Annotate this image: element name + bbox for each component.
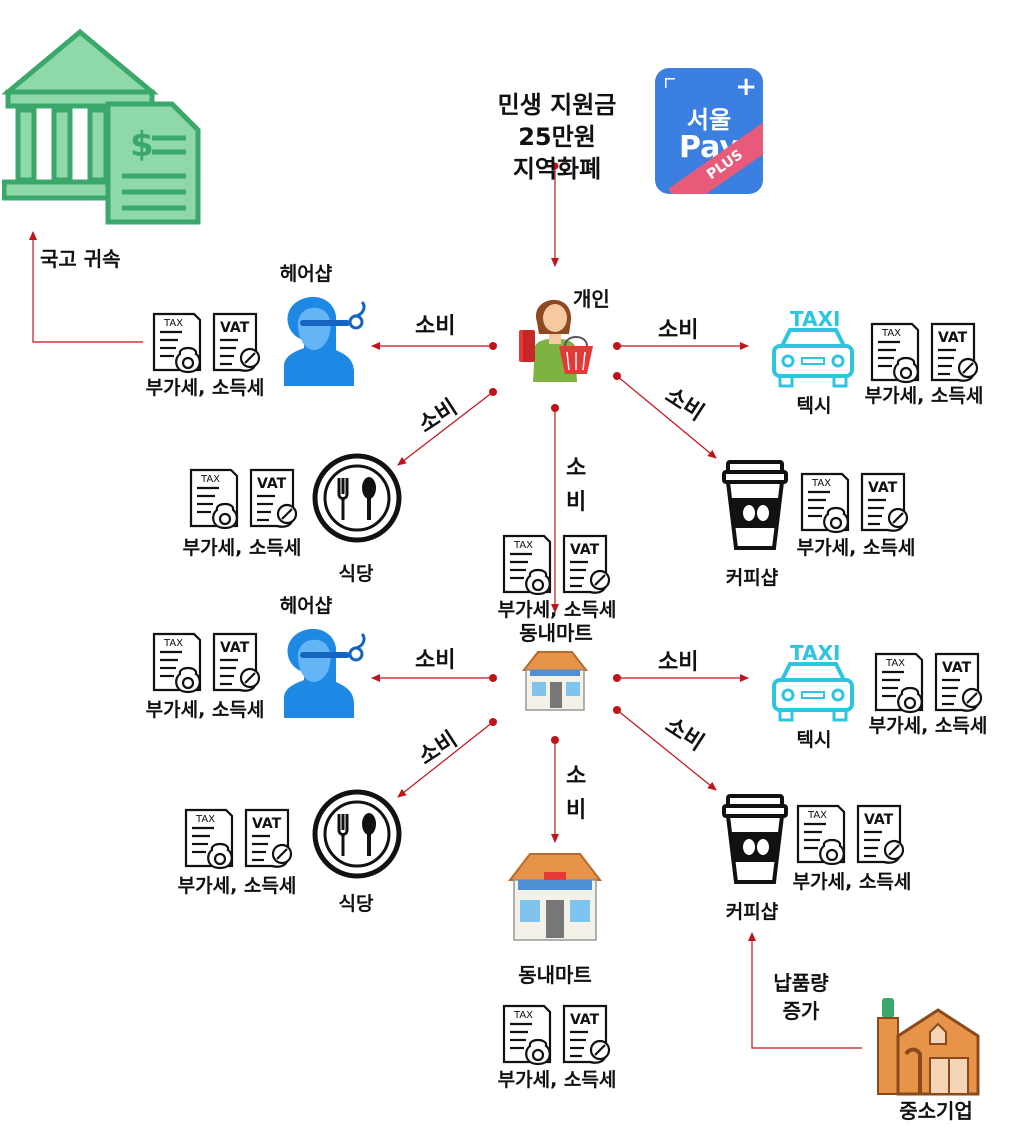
tax-vat-documents-icon: TAX VAT — [870, 650, 988, 720]
hair-shop-label: 헤어샵 — [279, 263, 333, 285]
consume-label-person-taxi: 소비 — [658, 318, 699, 343]
bank-icon: $ — [2, 28, 201, 225]
coffee-cup-icon — [722, 460, 788, 550]
tax-vat-documents-icon: TAX VAT — [792, 802, 910, 872]
tax-label: 부가세, 소득세 — [497, 599, 617, 621]
mart-store-icon — [521, 651, 589, 711]
delivery-increase-line1: 납품량 — [773, 971, 829, 995]
coffee-cup-icon-2 — [722, 794, 788, 884]
seoul-pay-logo: + 서울 Pay PLUS — [655, 68, 763, 194]
tax-label: 부가세, 소득세 — [145, 699, 265, 721]
consume-label-mart-taxi: 소비 — [658, 650, 699, 675]
hair-salon-icon-2 — [284, 628, 366, 718]
arrow-person-to-coffee — [616, 375, 717, 459]
vat-doc-text: VAT — [570, 542, 600, 558]
tax-doc-text: TAX — [195, 814, 215, 825]
treasury-label: 국고 귀속 — [40, 247, 121, 271]
tax-doc-text: TAX — [807, 810, 827, 821]
taxi-icon-2: TAXI — [772, 641, 854, 722]
tax-label: 부가세, 소득세 — [796, 537, 916, 559]
arrow-tax-to-treasury — [29, 231, 143, 343]
arrow-mart-to-coffee — [616, 709, 717, 791]
vat-doc-text: VAT — [570, 1012, 600, 1028]
tax-label: 부가세, 소득세 — [864, 385, 984, 407]
tax-vat-documents-icon: TAX VAT — [866, 320, 984, 390]
coffee-shop-label-2: 커피샵 — [725, 901, 779, 923]
tax-doc-text: TAX — [513, 540, 533, 551]
tax-label: 부가세, 소득세 — [868, 715, 988, 737]
restaurant-icon-2 — [312, 789, 402, 879]
tax-doc-text: TAX — [881, 328, 901, 339]
tax-vat-documents-icon: TAX VAT — [498, 532, 616, 602]
vat-doc-text: VAT — [938, 330, 968, 346]
consume-label-mart-hair: 소비 — [415, 648, 456, 673]
tax-doc-text: TAX — [885, 658, 905, 669]
taxi-sign-text-2: TAXI — [790, 641, 840, 665]
taxi-icon: TAXI — [772, 307, 854, 388]
vat-doc-text: VAT — [220, 320, 250, 336]
person-label: 개인 — [573, 287, 610, 311]
vat-doc-text: VAT — [868, 480, 898, 496]
fund-title-line1: 민생 지원금 — [497, 91, 617, 119]
tax-label: 부가세, 소득세 — [792, 871, 912, 893]
restaurant-label-2: 식당 — [338, 893, 374, 915]
restaurant-label: 식당 — [338, 563, 374, 585]
delivery-increase-line2: 증가 — [782, 999, 820, 1023]
mart-store-icon-2 — [507, 853, 603, 941]
vat-doc-text: VAT — [257, 476, 287, 492]
taxi-label-2: 텍시 — [796, 729, 832, 751]
tax-doc-text: TAX — [200, 474, 220, 485]
tax-vat-documents-icon: TAX VAT — [185, 466, 303, 536]
arrow-person-to-restaurant — [397, 391, 494, 466]
vat-doc-text: VAT — [220, 640, 250, 656]
tax-label: 부가세, 소득세 — [145, 377, 265, 399]
consume-label-person-hair: 소비 — [415, 314, 456, 339]
tax-vat-documents-icon: TAX VAT — [796, 470, 914, 540]
tax-label: 부가세, 소득세 — [182, 537, 302, 559]
arrow-sme-to-coffee — [748, 932, 862, 1049]
shopper-icon — [519, 299, 593, 382]
pay-seoul-text: 서울 — [686, 106, 732, 134]
mart-label: 동내마트 — [519, 621, 593, 645]
tax-doc-text: TAX — [163, 318, 183, 329]
hair-shop-label-2: 헤어샵 — [279, 595, 333, 617]
tax-doc-text: TAX — [811, 478, 831, 489]
tax-label: 부가세, 소득세 — [177, 875, 297, 897]
tax-vat-documents-icon: TAX VAT — [180, 806, 298, 876]
taxi-label: 텍시 — [796, 395, 832, 417]
pay-plus-sign: + — [735, 72, 757, 102]
factory-icon — [877, 998, 980, 1096]
hair-salon-icon — [284, 296, 366, 386]
vat-doc-text: VAT — [942, 660, 972, 676]
restaurant-icon — [312, 453, 402, 543]
fund-title-line2: 25만원 — [518, 123, 596, 151]
tax-vat-documents-icon: TAX VAT — [148, 310, 266, 380]
sme-label: 중소기업 — [899, 1099, 973, 1123]
coffee-shop-label: 커피샵 — [725, 567, 779, 589]
tax-vat-documents-icon: TAX VAT — [148, 630, 266, 700]
tax-vat-documents-icon: TAX VAT — [498, 1002, 616, 1072]
tax-label: 부가세, 소득세 — [497, 1069, 617, 1091]
svg-text:$: $ — [130, 125, 154, 165]
tax-doc-text: TAX — [513, 1010, 533, 1021]
vat-doc-text: VAT — [864, 812, 894, 828]
vat-doc-text: VAT — [252, 816, 282, 832]
arrow-mart-to-restaurant — [397, 721, 494, 798]
tax-doc-text: TAX — [163, 638, 183, 649]
mart-label-2: 동내마트 — [518, 963, 592, 987]
fund-title-line3: 지역화폐 — [512, 155, 602, 183]
taxi-sign-text: TAXI — [790, 307, 840, 331]
